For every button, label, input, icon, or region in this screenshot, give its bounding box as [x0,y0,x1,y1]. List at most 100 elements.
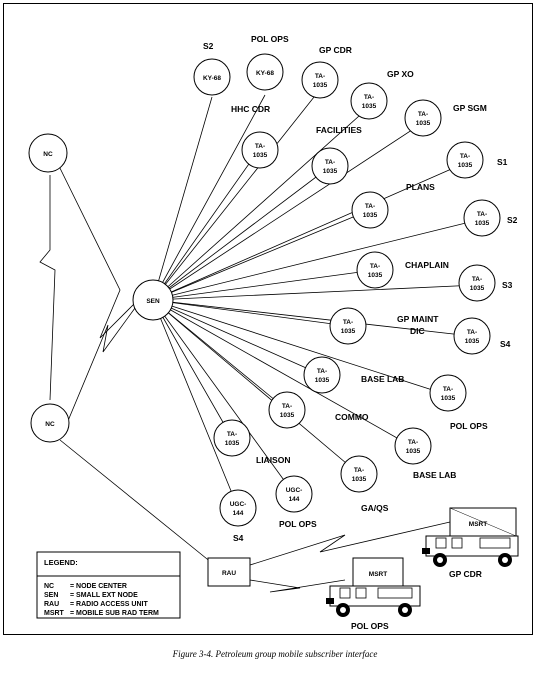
figure-frame [3,3,533,635]
svg-text:MSRT: MSRT [369,571,387,578]
msrt-truck-pol-ops: MSRT [326,557,421,617]
ta-node-gp-xo: TA- 1035 [362,94,377,110]
legend-abbr-msrt: MSRT [44,610,65,617]
label-gp-cdr-top: GP CDR [319,45,352,55]
svg-text:1035: 1035 [253,152,268,159]
svg-text:UGC-: UGC- [230,501,247,508]
ta-node-ga-qs: TA- 1035 [352,467,367,483]
legend-desc-sen: = SMALL EXT NODE [70,592,138,599]
svg-text:1035: 1035 [363,212,378,219]
legend-desc-msrt: = MOBILE SUB RAD TERM [70,610,159,617]
svg-text:1035: 1035 [315,377,330,384]
ugc-node-pol-ops: UGC- 144 [286,487,303,503]
ta-node-s4: TA-1035 [465,329,480,345]
ta-node-base-lab-b: TA- 1035 [406,439,421,455]
legend-abbr-sen: SEN [44,592,58,599]
ta-node-base-lab-a: TA-1035 [315,368,330,384]
label-facilities: FACILITIES [316,125,362,135]
ta-node-liaison: TA- 1035 [225,431,240,447]
legend-abbr-rau: RAU [44,601,59,608]
svg-text:MSRT: MSRT [469,521,487,528]
label-s4-right: S4 [500,339,511,349]
svg-text:TA-: TA- [443,386,453,393]
ta-node-gp-sgm: TA-1035 [416,111,431,127]
svg-text:TA-: TA- [255,143,265,150]
svg-text:TA-: TA- [315,73,325,80]
svg-text:1035: 1035 [323,168,338,175]
label-s3: S3 [502,280,513,290]
ta-node-gp-cdr: TA- 1035 [313,73,328,89]
node-texts: NC NC SEN KY-68 KY-68 TA-1035 TA-1035 TA… [43,70,489,517]
ta-node-commo: TA- 1035 [280,403,295,419]
label-pol-ops-right: POL OPS [450,421,488,431]
svg-text:1035: 1035 [225,440,240,447]
ta-node-facilities: TA-1035 [323,159,338,175]
ta-node-chaplain: TA- 1035 [368,263,383,279]
svg-text:1035: 1035 [280,412,295,419]
legend-title: LEGEND: [44,558,78,567]
connection-lines [39,91,479,593]
svg-text:1035: 1035 [470,285,485,292]
label-gp-maint: GP MAINT [397,314,439,324]
legend-desc-nc: = NODE CENTER [70,583,127,590]
svg-text:144: 144 [289,496,300,503]
node-circles [28,53,501,527]
label-s4-bottom: S4 [233,533,244,543]
label-s2-top: S2 [203,41,214,51]
svg-text:TA-: TA- [460,153,470,160]
label-gp-sgm: GP SGM [453,103,487,113]
svg-text:TA-: TA- [364,94,374,101]
label-pol-ops-top: POL OPS [251,34,289,44]
svg-text:TA-: TA- [354,467,364,474]
svg-text:TA-: TA- [227,431,237,438]
msrt-truck-gp-cdr: MSRT [422,507,519,567]
legend: LEGEND: NC = NODE CENTER SEN = SMALL EXT… [36,551,181,619]
position-labels: S2 POL OPS GP CDR GP XO HHC CDR GP SGM F… [203,34,518,631]
svg-text:TA-: TA- [467,329,477,336]
svg-text:TA-: TA- [282,403,292,410]
svg-text:1035: 1035 [406,448,421,455]
label-gp-cdr-truck: GP CDR [449,569,482,579]
svg-text:1035: 1035 [362,103,377,110]
node-ky68-b: KY-68 [256,70,274,77]
label-plans: PLANS [406,182,435,192]
node-sen: SEN [146,298,160,305]
svg-text:TA-: TA- [343,319,353,326]
svg-text:1035: 1035 [368,272,383,279]
label-chaplain: CHAPLAIN [405,260,449,270]
ta-node-gp-maint: TA- 1035 [341,319,356,335]
legend-desc-rau: = RADIO ACCESS UNIT [70,601,148,608]
label-liaison: LIAISON [256,455,290,465]
node-rau: RAU [222,570,236,577]
svg-text:1035: 1035 [441,395,456,402]
svg-text:144: 144 [233,510,244,517]
ta-node-s1: TA- 1035 [458,153,473,169]
ugc-node-s4: UGC- 144 [230,501,247,517]
rau-box: RAU [207,557,251,587]
svg-text:TA-: TA- [472,276,482,283]
svg-text:TA-: TA- [408,439,418,446]
svg-text:TA-: TA- [477,211,487,218]
svg-text:1035: 1035 [475,220,490,227]
svg-text:1035: 1035 [458,162,473,169]
label-hhc-cdr: HHC CDR [231,104,270,114]
svg-text:1035: 1035 [313,82,328,89]
figure-caption: Figure 3-4. Petroleum group mobile subsc… [172,649,378,659]
label-s1: S1 [497,157,508,167]
label-gp-xo: GP XO [387,69,414,79]
label-s2-right: S2 [507,215,518,225]
label-dic: DIC [410,326,425,336]
node-ky68-a: KY-68 [203,75,221,82]
label-pol-ops-truck: POL OPS [351,621,389,631]
ta-node-s2: TA- 1035 [475,211,490,227]
svg-text:TA-: TA- [365,203,375,210]
svg-text:TA-: TA- [370,263,380,270]
ta-node-s3: TA- 1035 [470,276,485,292]
label-commo: COMMO [335,412,369,422]
svg-text:1035: 1035 [352,476,367,483]
svg-text:1035: 1035 [341,328,356,335]
label-base-lab-b: BASE LAB [413,470,456,480]
svg-text:UGC-: UGC- [286,487,303,494]
ta-node-pol-ops-right: TA- 1035 [441,386,456,402]
